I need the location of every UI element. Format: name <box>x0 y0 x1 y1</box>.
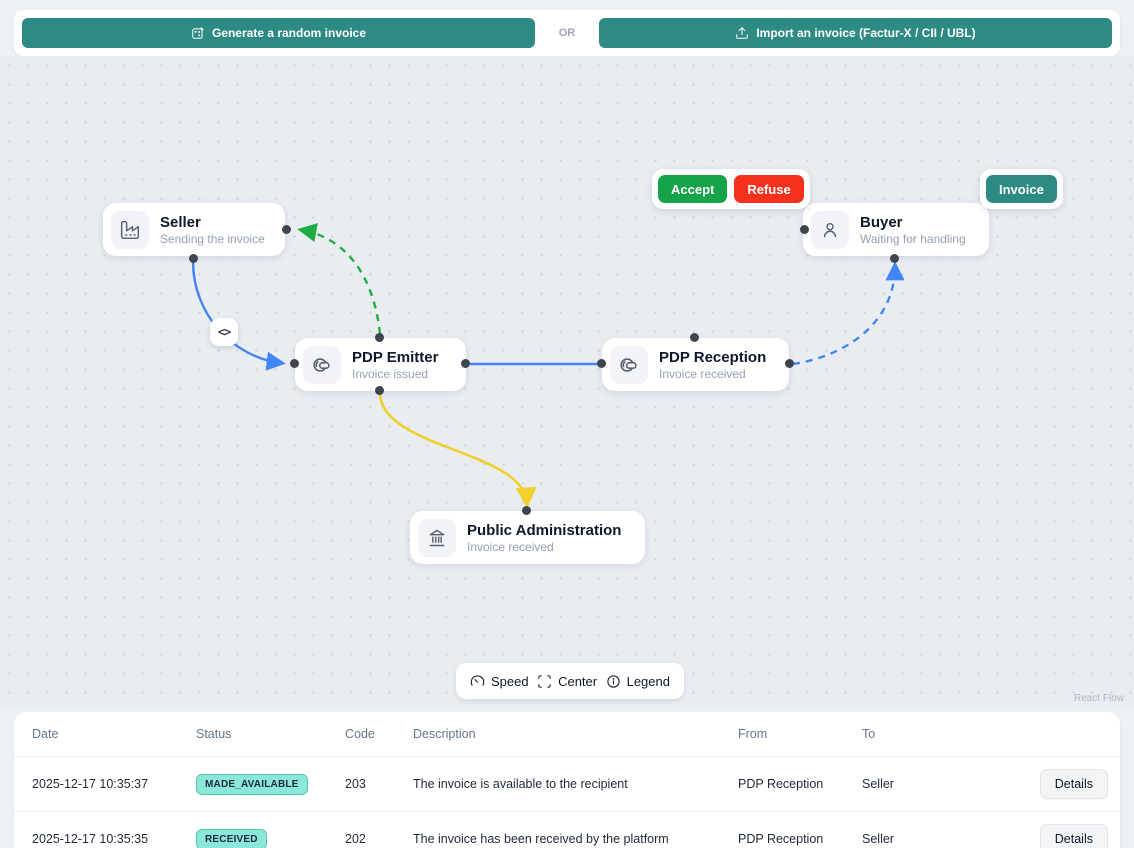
import-invoice-button[interactable]: Import an invoice (Factur-X / CII / UBL) <box>599 18 1112 48</box>
legend-label: Legend <box>626 673 670 689</box>
node-pdp-emitter[interactable]: PDP Emitter Invoice issued <box>295 338 466 391</box>
handle-seller-right[interactable] <box>282 225 291 234</box>
row-date: 2025-12-17 10:35:35 <box>32 832 149 846</box>
row-from: PDP Reception <box>738 777 824 791</box>
row-code: 202 <box>345 832 366 846</box>
generate-invoice-label: Generate a random invoice <box>211 26 367 40</box>
row-from: PDP Reception <box>738 832 824 846</box>
node-title: Public Administration <box>467 521 622 539</box>
generate-invoice-button[interactable]: Generate a random invoice <box>22 18 535 48</box>
node-subtitle: Invoice issued <box>352 366 429 381</box>
node-seller-text: Seller Sending the invoice <box>160 213 265 247</box>
speed-label: Speed <box>491 673 529 689</box>
node-title: Seller <box>160 213 201 231</box>
user-icon <box>811 210 849 249</box>
info-icon <box>606 674 621 689</box>
table-header-row: Date Status Code Description From To <box>14 712 1120 757</box>
invoice-button[interactable]: Invoice <box>986 175 1057 203</box>
node-subtitle: Waiting for handling <box>860 231 966 246</box>
node-seller[interactable]: Seller Sending the invoice <box>103 203 285 256</box>
node-title: PDP Reception <box>659 348 767 366</box>
node-buyer-text: Buyer Waiting for handling <box>860 213 966 247</box>
or-label: OR <box>558 27 576 39</box>
status-badge: MADE_AVAILABLE <box>196 773 308 795</box>
details-button[interactable]: Details <box>1039 769 1108 799</box>
node-pdp-emitter-text: PDP Emitter Invoice issued <box>352 348 438 382</box>
node-pdp-reception-text: PDP Reception Invoice received <box>659 348 766 382</box>
row-action: Details <box>980 769 1108 799</box>
legend-button[interactable]: Legend <box>606 674 670 689</box>
handle-pdp-emitter-bottom[interactable] <box>375 386 384 395</box>
header-description: Description <box>413 727 476 741</box>
status-badge: RECEIVED <box>196 828 267 848</box>
node-pdp-reception[interactable]: PDP Reception Invoice received <box>602 338 789 391</box>
handle-pdp-reception-top[interactable] <box>690 333 699 342</box>
handle-buyer-bottom[interactable] <box>890 254 899 263</box>
table-row: 2025-12-17 10:35:35 RECEIVED 202 The inv… <box>14 812 1120 848</box>
handle-seller-bottom[interactable] <box>189 254 198 263</box>
refuse-button[interactable]: Refuse <box>734 175 804 203</box>
handle-pdp-reception-left[interactable] <box>597 359 606 368</box>
handle-buyer-left[interactable] <box>800 225 809 234</box>
row-to: Seller <box>862 777 894 791</box>
canvas-controls: Speed Center Legend <box>456 663 684 699</box>
handle-pdp-emitter-left[interactable] <box>290 359 299 368</box>
handle-public-administration-top[interactable] <box>522 506 531 515</box>
header-code: Code <box>345 727 375 741</box>
event-table: Date Status Code Description From To 202… <box>14 712 1120 848</box>
row-date: 2025-12-17 10:35:37 <box>32 777 149 791</box>
landmark-icon <box>418 518 456 557</box>
header-status: Status <box>196 727 232 741</box>
row-description: The invoice is available to the recipien… <box>413 777 628 791</box>
node-title: Buyer <box>860 213 903 231</box>
handle-pdp-reception-right[interactable] <box>785 359 794 368</box>
details-button[interactable]: Details <box>1039 824 1108 848</box>
invoice-toolbar: Invoice <box>980 169 1063 209</box>
header-from: From <box>738 727 768 741</box>
scan-icon <box>537 674 552 689</box>
row-code: 203 <box>345 777 366 791</box>
top-action-bar: Generate a random invoice OR Import an i… <box>14 10 1120 56</box>
row-to: Seller <box>862 832 894 846</box>
dice-icon <box>191 26 205 40</box>
row-status: MADE_AVAILABLE <box>196 773 345 795</box>
flow-canvas[interactable] <box>0 56 1134 708</box>
upload-icon <box>735 26 749 40</box>
row-action: Details <box>980 824 1108 848</box>
node-subtitle: Sending the invoice <box>160 231 265 246</box>
import-invoice-label: Import an invoice (Factur-X / CII / UBL) <box>756 26 976 40</box>
row-description: The invoice has been received by the pla… <box>413 832 669 846</box>
node-public-administration[interactable]: Public Administration Invoice received <box>410 511 645 564</box>
cloud-icon <box>303 345 341 384</box>
center-label: Center <box>558 673 598 689</box>
node-buyer[interactable]: Buyer Waiting for handling <box>803 203 989 256</box>
handle-pdp-emitter-top[interactable] <box>375 333 384 342</box>
edge-code-button[interactable]: <> <box>210 318 238 346</box>
gauge-icon <box>470 674 485 689</box>
node-subtitle: Invoice received <box>659 366 746 381</box>
node-subtitle: Invoice received <box>467 539 554 554</box>
handle-pdp-emitter-right[interactable] <box>461 359 470 368</box>
header-date: Date <box>32 727 59 741</box>
cloud-icon <box>610 345 648 384</box>
center-button[interactable]: Center <box>537 674 597 689</box>
accept-button[interactable]: Accept <box>658 175 728 203</box>
table-row: 2025-12-17 10:35:37 MADE_AVAILABLE 203 T… <box>14 757 1120 812</box>
speed-button[interactable]: Speed <box>470 674 529 689</box>
node-public-administration-text: Public Administration Invoice received <box>467 521 621 555</box>
row-status: RECEIVED <box>196 828 345 848</box>
factory-icon <box>111 210 149 249</box>
header-to: To <box>862 727 876 741</box>
node-title: PDP Emitter <box>352 348 439 366</box>
buyer-decision-toolbar: Accept Refuse <box>652 169 810 209</box>
react-flow-attribution[interactable]: React Flow <box>1073 693 1124 704</box>
